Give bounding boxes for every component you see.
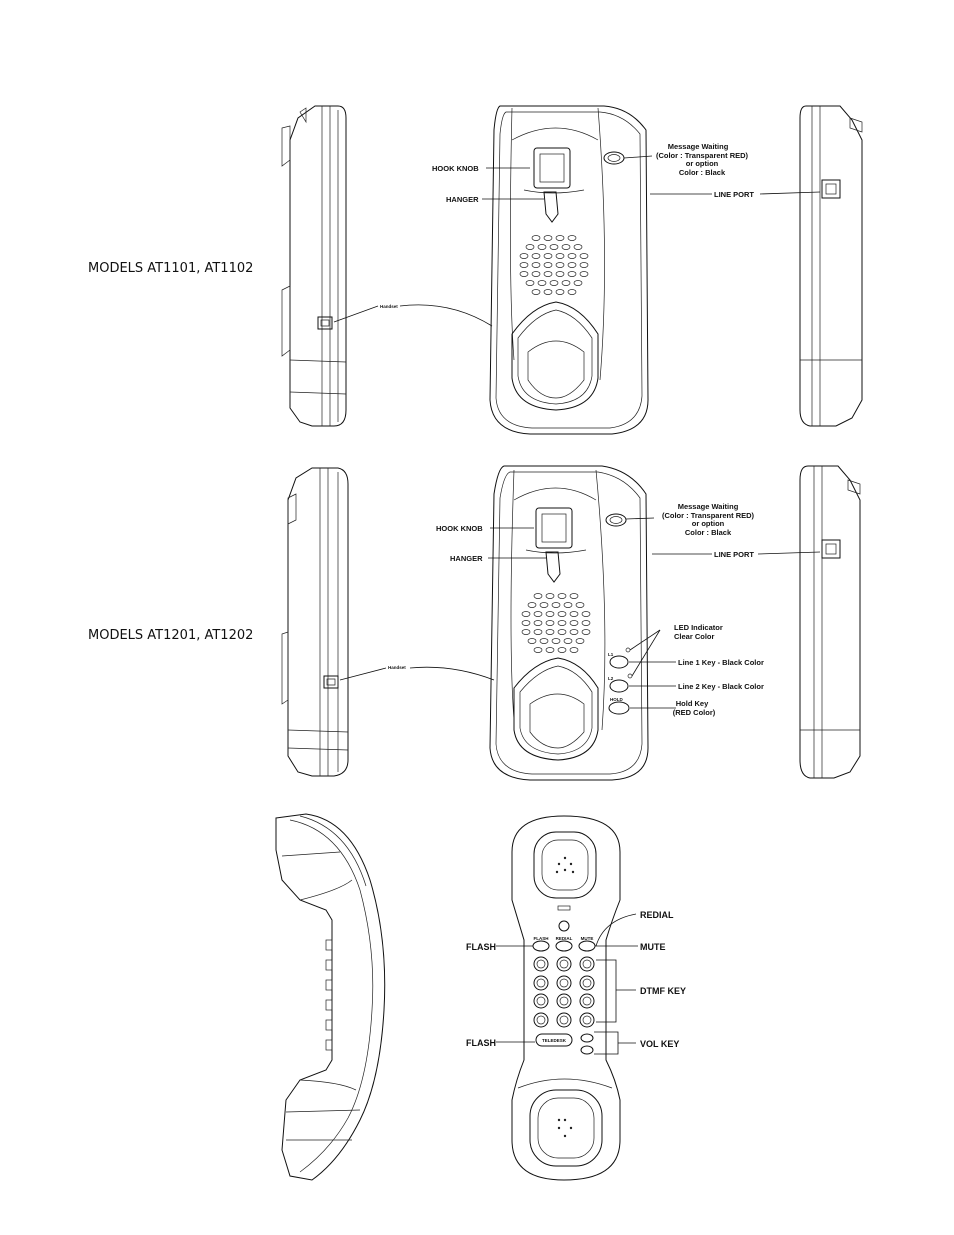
middle-front-view: L1 L2 HOLD HOOK KNOB HANGER Message Wait… <box>436 465 821 781</box>
message-waiting-line2-middle: (Color : Transparent RED) <box>662 511 755 520</box>
teledesk-key <box>535 1033 573 1047</box>
handset-label-top: Handset <box>380 304 398 309</box>
middle-left-side-view: Handset <box>281 467 495 777</box>
speaker-grille-middle <box>521 593 591 653</box>
line-port-label-middle: LINE PORT <box>714 550 754 559</box>
message-waiting-line4-top: Color : Black <box>679 168 726 177</box>
hanger-label-top: HANGER <box>446 195 479 204</box>
volume-up-key <box>580 1033 594 1043</box>
cradle-top <box>511 301 599 411</box>
led-indicator-label-line1: LED Indicator <box>674 623 723 632</box>
hanger-label-middle: HANGER <box>450 554 483 563</box>
hold-key-label-line1: Hold Key <box>676 699 709 708</box>
vol-key-label: VOL KEY <box>640 1039 679 1049</box>
middle-right-side-view <box>799 465 861 779</box>
speaker-grille-top <box>519 235 589 295</box>
hook-knob-label-middle: HOOK KNOB <box>436 524 483 533</box>
flash-label-bottom: FLASH <box>466 1038 496 1048</box>
line-port-label-top: LINE PORT <box>714 190 754 199</box>
message-waiting-line1-top: Message Waiting <box>668 142 729 151</box>
dtmf-key-label: DTMF KEY <box>640 986 686 996</box>
line-port-jack-middle <box>821 539 841 559</box>
hook-knob-label-top: HOOK KNOB <box>432 164 479 173</box>
redial-key <box>555 940 573 952</box>
line1-key-label: Line 1 Key - Black Color <box>678 658 764 667</box>
hanger-middle <box>545 551 561 583</box>
redial-label: REDIAL <box>640 910 674 920</box>
key-mark-hold: HOLD <box>610 697 623 702</box>
dtmf-keypad <box>533 956 595 1028</box>
key-cap-mute: MUTE <box>581 936 594 941</box>
flash-key <box>532 940 550 952</box>
hook-knob-middle <box>535 507 573 549</box>
handset-front-view: FLASH REDIAL MUTE TELEDESK REDIAL FL <box>466 815 686 1181</box>
handset-jack-top <box>317 316 333 330</box>
mute-label: MUTE <box>640 942 666 952</box>
line-port-jack-top <box>821 179 841 199</box>
message-waiting-line3-middle: or option <box>692 519 725 528</box>
hook-knob-top <box>533 147 571 189</box>
message-waiting-line4-middle: Color : Black <box>685 528 732 537</box>
line1-key <box>609 655 629 669</box>
top-front-view: HOOK KNOB HANGER Message Waiting (Color … <box>432 105 821 435</box>
key-mark-l1: L1 <box>608 652 614 657</box>
led-indicator-label-line2: Clear Color <box>674 632 715 641</box>
message-waiting-line1-middle: Message Waiting <box>678 502 739 511</box>
handset-top-button <box>558 920 570 932</box>
message-led-middle <box>605 513 627 527</box>
key-cap-redial: REDIAL <box>556 936 573 941</box>
teledesk-key-label: TELEDESK <box>542 1038 567 1043</box>
led-l1 <box>625 647 631 653</box>
handset-indicator <box>557 905 571 911</box>
key-cap-flash: FLASH <box>534 936 549 941</box>
handset-label-middle: Handset <box>388 665 406 670</box>
volume-down-key <box>580 1045 594 1055</box>
model-label-middle: MODELS AT1201, AT1202 <box>88 628 253 643</box>
cradle-middle <box>513 657 599 761</box>
handset-jack-middle <box>323 675 339 689</box>
line2-key <box>609 679 629 693</box>
message-waiting-line3-top: or option <box>686 159 719 168</box>
hold-key-label-line2: (RED Color) <box>673 708 716 717</box>
hold-key <box>608 701 630 715</box>
earpiece <box>533 831 597 899</box>
message-waiting-line2-top: (Color : Transparent RED) <box>656 151 749 160</box>
message-led-top <box>603 151 625 165</box>
model-label-top: MODELS AT1101, AT1102 <box>88 261 253 276</box>
flash-label-top: FLASH <box>466 942 496 952</box>
mouthpiece <box>529 1089 603 1167</box>
line2-key-label: Line 2 Key - Black Color <box>678 682 764 691</box>
hanger-top <box>543 191 559 223</box>
key-mark-l2: L2 <box>608 676 614 681</box>
led-l2 <box>627 673 633 679</box>
top-right-side-view <box>799 105 863 427</box>
top-left-side-view: Handset <box>281 105 493 427</box>
handset-side-view <box>275 813 386 1181</box>
mute-key <box>578 940 596 952</box>
